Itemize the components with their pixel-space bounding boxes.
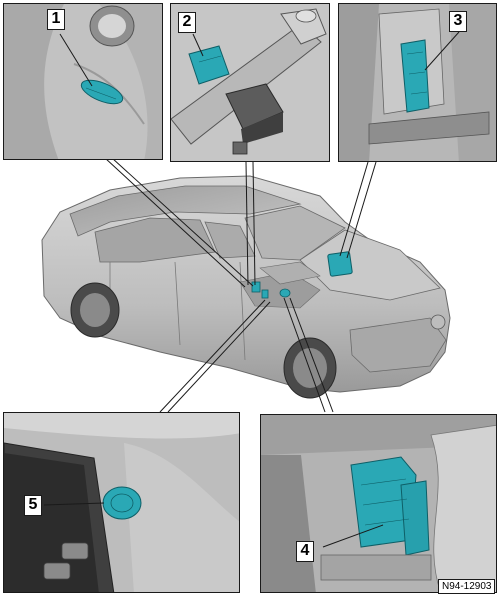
callout-3: 3 xyxy=(449,11,467,32)
station-wagon-body xyxy=(41,175,451,399)
panel-4-illustration xyxy=(261,415,496,592)
panel-5-illustration xyxy=(4,413,239,592)
panel-3-illustration xyxy=(339,4,496,161)
leader-lines xyxy=(104,157,377,413)
detail-panel-5 xyxy=(3,412,240,593)
panel-2-illustration xyxy=(171,4,329,161)
panel-1-illustration xyxy=(4,4,162,159)
callout-1: 1 xyxy=(47,9,65,30)
detail-panel-2 xyxy=(170,3,330,162)
component-markers xyxy=(251,251,353,299)
detail-panel-1 xyxy=(3,3,163,160)
callout-4: 4 xyxy=(296,541,314,562)
detail-panel-3 xyxy=(338,3,497,162)
callout-2: 2 xyxy=(178,12,196,33)
callout-5: 5 xyxy=(24,495,42,516)
figure-reference-id: N94-12903 xyxy=(438,579,496,594)
detail-panel-4 xyxy=(260,414,497,593)
